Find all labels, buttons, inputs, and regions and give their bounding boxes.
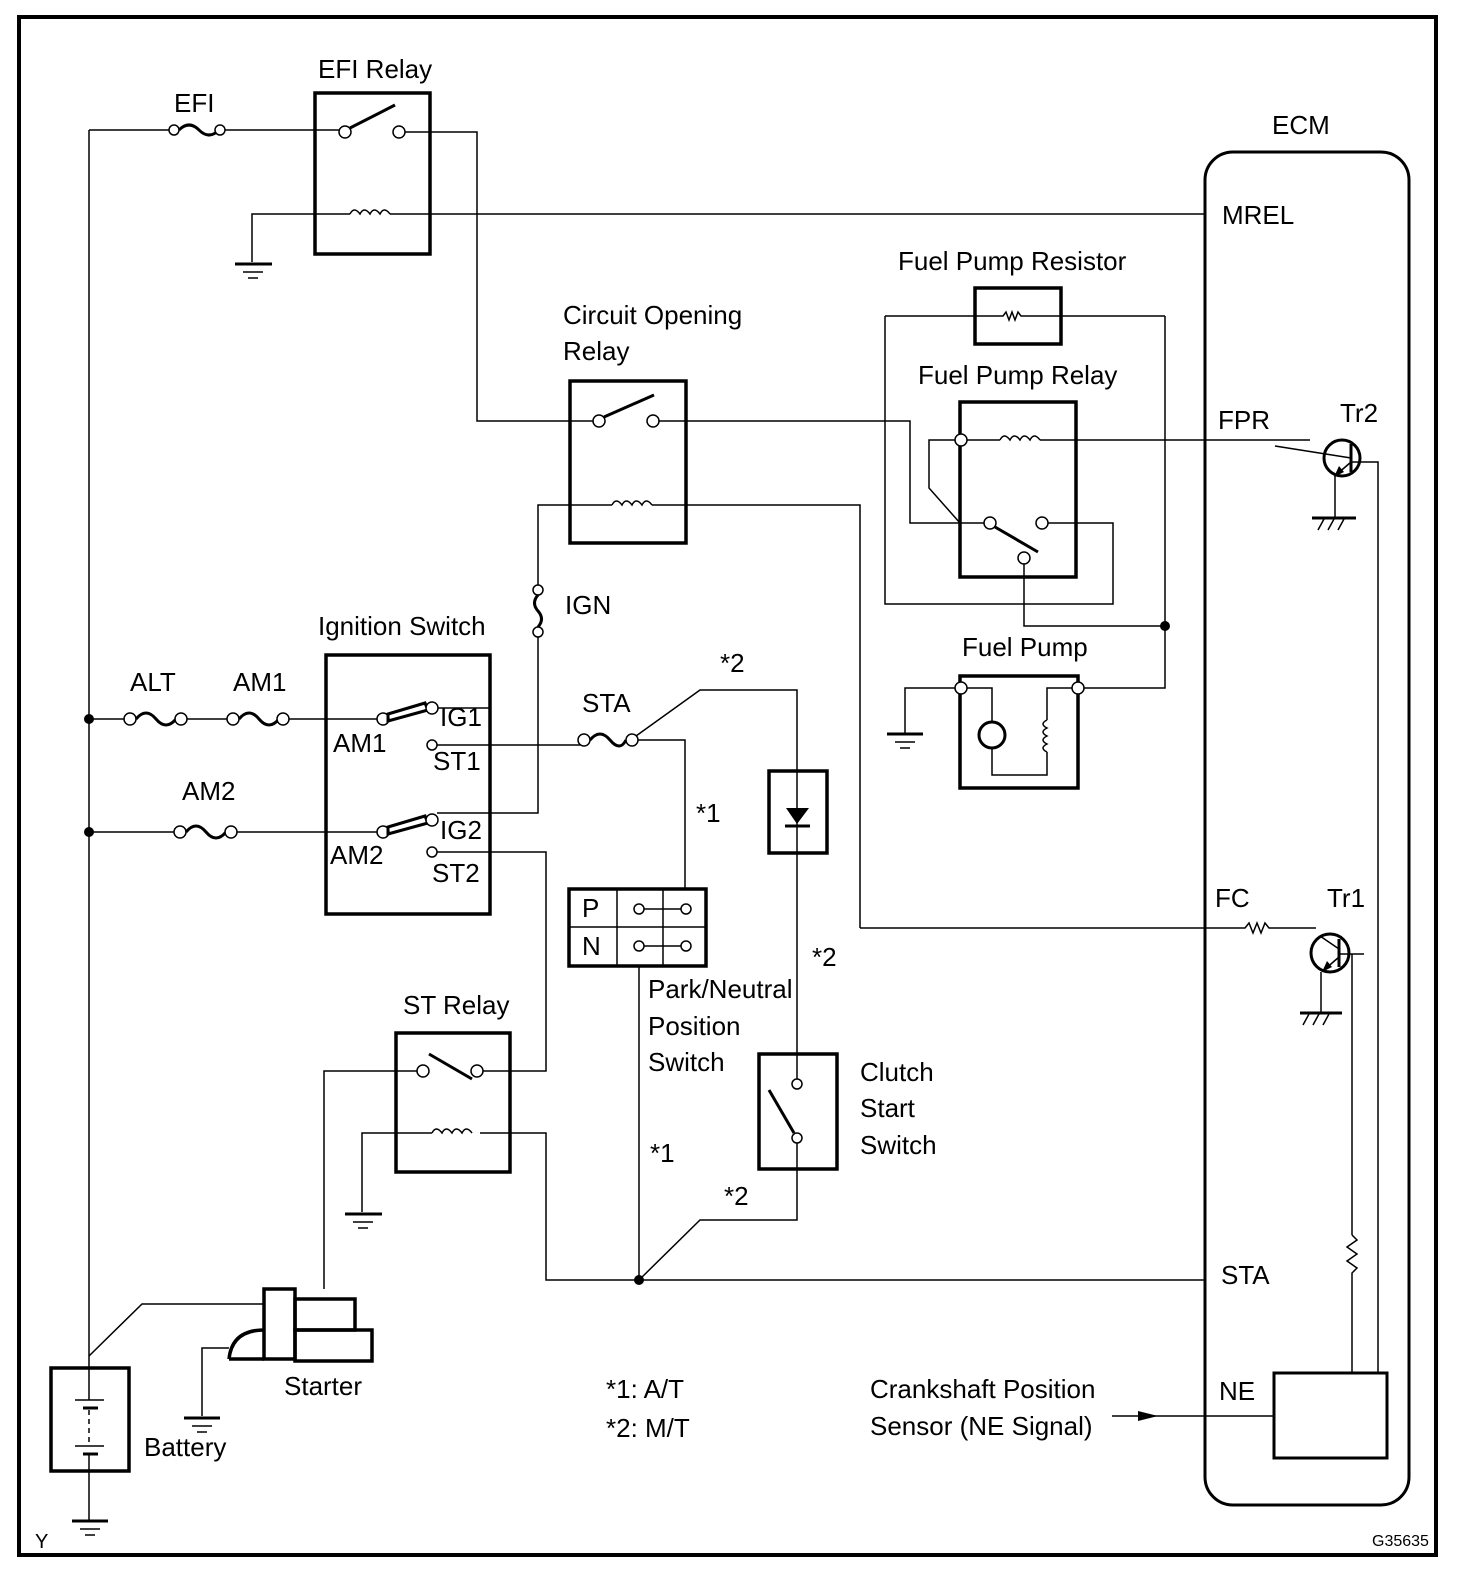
pn-position-p: P <box>582 893 599 923</box>
note-mark-m-t: *2 <box>720 648 745 678</box>
ne-signal-block <box>1272 1371 1389 1460</box>
sta-fuse: STA <box>577 688 639 748</box>
ign-terminal-st2: ST2 <box>432 858 480 888</box>
transistor-tr2-icon <box>1274 438 1379 1373</box>
relay-coil-icon <box>999 435 1041 442</box>
clutch-switch-label-1: Clutch <box>860 1057 934 1087</box>
ground-icon <box>887 732 923 749</box>
park-neutral-position-switch: P N Park/Neutral Position Switch <box>567 887 793 1077</box>
efi-fuse-label: EFI <box>174 88 214 118</box>
pn-switch-label-3: Switch <box>648 1047 725 1077</box>
relay-coil-icon <box>349 209 391 216</box>
ign-fuse: IGN <box>532 584 611 638</box>
pullup-resistor-icon <box>1345 1234 1359 1373</box>
am1-fuse: AM1 <box>226 667 290 727</box>
relay-coil-icon <box>611 500 653 507</box>
circuit-opening-relay-label-1: Circuit Opening <box>563 300 742 330</box>
transistor-tr1-icon <box>1300 932 1364 1373</box>
crank-sensor-label-1: Crankshaft Position <box>870 1374 1095 1404</box>
am2-fuse: AM2 <box>173 776 238 840</box>
starter-label: Starter <box>284 1371 362 1401</box>
fc-resistor-icon <box>860 920 1316 936</box>
ecm-terminal-ne: NE <box>1219 1376 1255 1406</box>
ecm-terminal-mrel: MREL <box>1222 200 1294 230</box>
pn-switch-label-1: Park/Neutral <box>648 974 793 1004</box>
motor-coil-icon <box>1042 719 1049 753</box>
ecm: ECM MREL FPR Tr2 FC Tr1 STA NE <box>860 110 1411 1507</box>
fuel-pump-resistor: Fuel Pump Resistor <box>885 246 1165 346</box>
diode-icon <box>786 808 809 824</box>
corner-mark: Y <box>35 1531 48 1553</box>
alt-fuse-label: ALT <box>130 667 176 697</box>
starter: Starter <box>227 1287 374 1401</box>
battery: Battery <box>49 1356 226 1520</box>
efi-relay-label: EFI Relay <box>318 54 432 84</box>
pn-switch-label-2: Position <box>648 1011 741 1041</box>
relay-coil-icon <box>431 1128 473 1135</box>
st-relay-label: ST Relay <box>403 990 509 1020</box>
diode <box>767 769 829 855</box>
ignition-switch-label: Ignition Switch <box>318 611 486 641</box>
pn-position-n: N <box>582 931 601 961</box>
ign-terminal-am2: AM2 <box>330 840 383 870</box>
ground-icon <box>184 1416 220 1433</box>
ecm-terminal-fpr: FPR <box>1218 405 1270 435</box>
fuel-pump-label: Fuel Pump <box>962 632 1088 662</box>
ign-terminal-ig1: IG1 <box>440 702 482 732</box>
note-mark-m-t: *2 <box>724 1181 749 1211</box>
ground-icon <box>235 262 272 279</box>
st-relay: ST Relay <box>394 990 512 1174</box>
signal-arrow-icon <box>1138 1411 1158 1421</box>
sta-fuse-label: STA <box>582 688 631 718</box>
alt-fuse: ALT <box>123 667 188 727</box>
ecm-terminal-fc: FC <box>1215 883 1250 913</box>
figure-code: G35635 <box>1372 1533 1429 1550</box>
fuel-pump-relay-label: Fuel Pump Relay <box>918 360 1117 390</box>
fuel-pump-relay: Fuel Pump Relay <box>918 360 1117 579</box>
fuel-pump: Fuel Pump <box>954 632 1088 790</box>
clutch-switch-label-2: Start <box>860 1093 916 1123</box>
motor-icon <box>977 720 1007 750</box>
legend-m-t: *2: M/T <box>606 1413 690 1443</box>
clutch-switch-label-3: Switch <box>860 1130 937 1160</box>
ign-fuse-label: IGN <box>565 590 611 620</box>
ignition-switch: Ignition Switch IG1 AM1 ST1 IG2 AM2 ST2 <box>318 611 492 916</box>
ecm-transistor-tr1-label: Tr1 <box>1327 883 1365 913</box>
efi-relay: EFI Relay <box>313 54 432 256</box>
note-mark-m-t: *2 <box>812 942 837 972</box>
ecm-transistor-tr2-label: Tr2 <box>1340 398 1378 428</box>
ign-terminal-ig2: IG2 <box>440 815 482 845</box>
am2-fuse-label: AM2 <box>182 776 235 806</box>
clutch-start-switch: Clutch Start Switch <box>757 1052 937 1171</box>
ecm-terminal-sta: STA <box>1221 1260 1270 1290</box>
ground-icon <box>72 1519 108 1536</box>
ign-terminal-st1: ST1 <box>433 746 481 776</box>
am1-fuse-label: AM1 <box>233 667 286 697</box>
note-mark-a-t: *1 <box>650 1138 675 1168</box>
efi-fuse: EFI <box>89 88 226 137</box>
diagram-frame <box>17 15 1438 1557</box>
circuit-opening-relay-label-2: Relay <box>563 336 629 366</box>
circuit-opening-relay: Circuit Opening Relay <box>563 300 742 545</box>
ecm-label: ECM <box>1272 110 1330 140</box>
ign-terminal-am1: AM1 <box>333 728 386 758</box>
fuel-pump-resistor-label: Fuel Pump Resistor <box>898 246 1127 276</box>
legend-a-t: *1: A/T <box>606 1374 684 1404</box>
crank-sensor-label-2: Sensor (NE Signal) <box>870 1411 1093 1441</box>
ecm-box <box>1203 150 1411 1507</box>
note-mark-a-t: *1 <box>696 798 721 828</box>
ground-icon <box>345 1212 382 1229</box>
battery-label: Battery <box>144 1432 226 1462</box>
